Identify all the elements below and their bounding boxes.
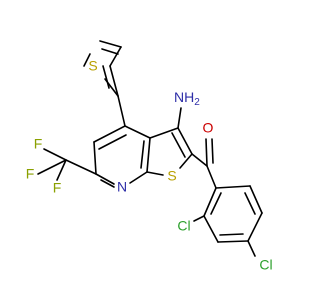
bond — [124, 125, 151, 139]
bond — [179, 153, 193, 169]
fluorine-label-2: F — [26, 166, 35, 182]
bond — [83, 53, 91, 67]
bond — [211, 138, 214, 164]
bond — [249, 185, 263, 214]
molecule-diagram: S S NH2 N O F F F Cl Cl — [25, 40, 273, 273]
bond — [206, 165, 217, 189]
bond — [247, 240, 256, 257]
bond — [177, 127, 193, 155]
bond — [149, 127, 179, 139]
bond — [43, 148, 67, 161]
bond — [140, 140, 145, 169]
bond — [100, 179, 115, 188]
bond — [146, 171, 164, 176]
bond — [205, 138, 208, 167]
chlorine-label-para: Cl — [259, 257, 272, 273]
bond — [171, 132, 186, 158]
bond — [219, 233, 244, 236]
bond — [193, 215, 205, 222]
bond — [93, 125, 126, 143]
bond — [217, 240, 249, 243]
amino-subscript: 2 — [194, 97, 200, 108]
atom-labels: S S NH2 N O F F F Cl Cl — [26, 58, 273, 273]
bond — [117, 95, 126, 127]
structure-svg: S S NH2 N O F F F Cl Cl — [26, 40, 273, 273]
bond — [109, 46, 122, 67]
bond — [109, 65, 119, 97]
bond — [93, 141, 97, 175]
fluorine-label-3: F — [53, 180, 62, 196]
bond — [102, 65, 110, 89]
bond — [129, 171, 148, 184]
bond — [37, 159, 67, 175]
oxygen-label: O — [203, 120, 214, 136]
bond — [101, 48, 119, 55]
chlorine-label-ortho: Cl — [177, 218, 190, 234]
bond — [65, 159, 97, 175]
bond — [98, 134, 127, 150]
bond — [146, 137, 151, 173]
bond — [203, 215, 219, 243]
bond — [177, 107, 182, 129]
sulfur-label-fused: S — [167, 168, 176, 184]
amino-label: NH2 — [174, 89, 200, 108]
bond — [244, 192, 256, 215]
bond — [210, 192, 222, 215]
bonds — [37, 40, 263, 257]
bond — [99, 40, 122, 48]
nitrogen-label-pyridine: N — [117, 179, 127, 195]
bond — [191, 153, 208, 167]
sulfur-label-thiophene: S — [88, 58, 97, 74]
bond — [56, 159, 67, 181]
bond — [95, 173, 115, 185]
fluorine-label-1: F — [34, 136, 43, 152]
bond — [247, 212, 263, 242]
bond — [215, 185, 251, 189]
bond — [203, 187, 217, 217]
amino-nh-text: NH — [174, 89, 194, 105]
